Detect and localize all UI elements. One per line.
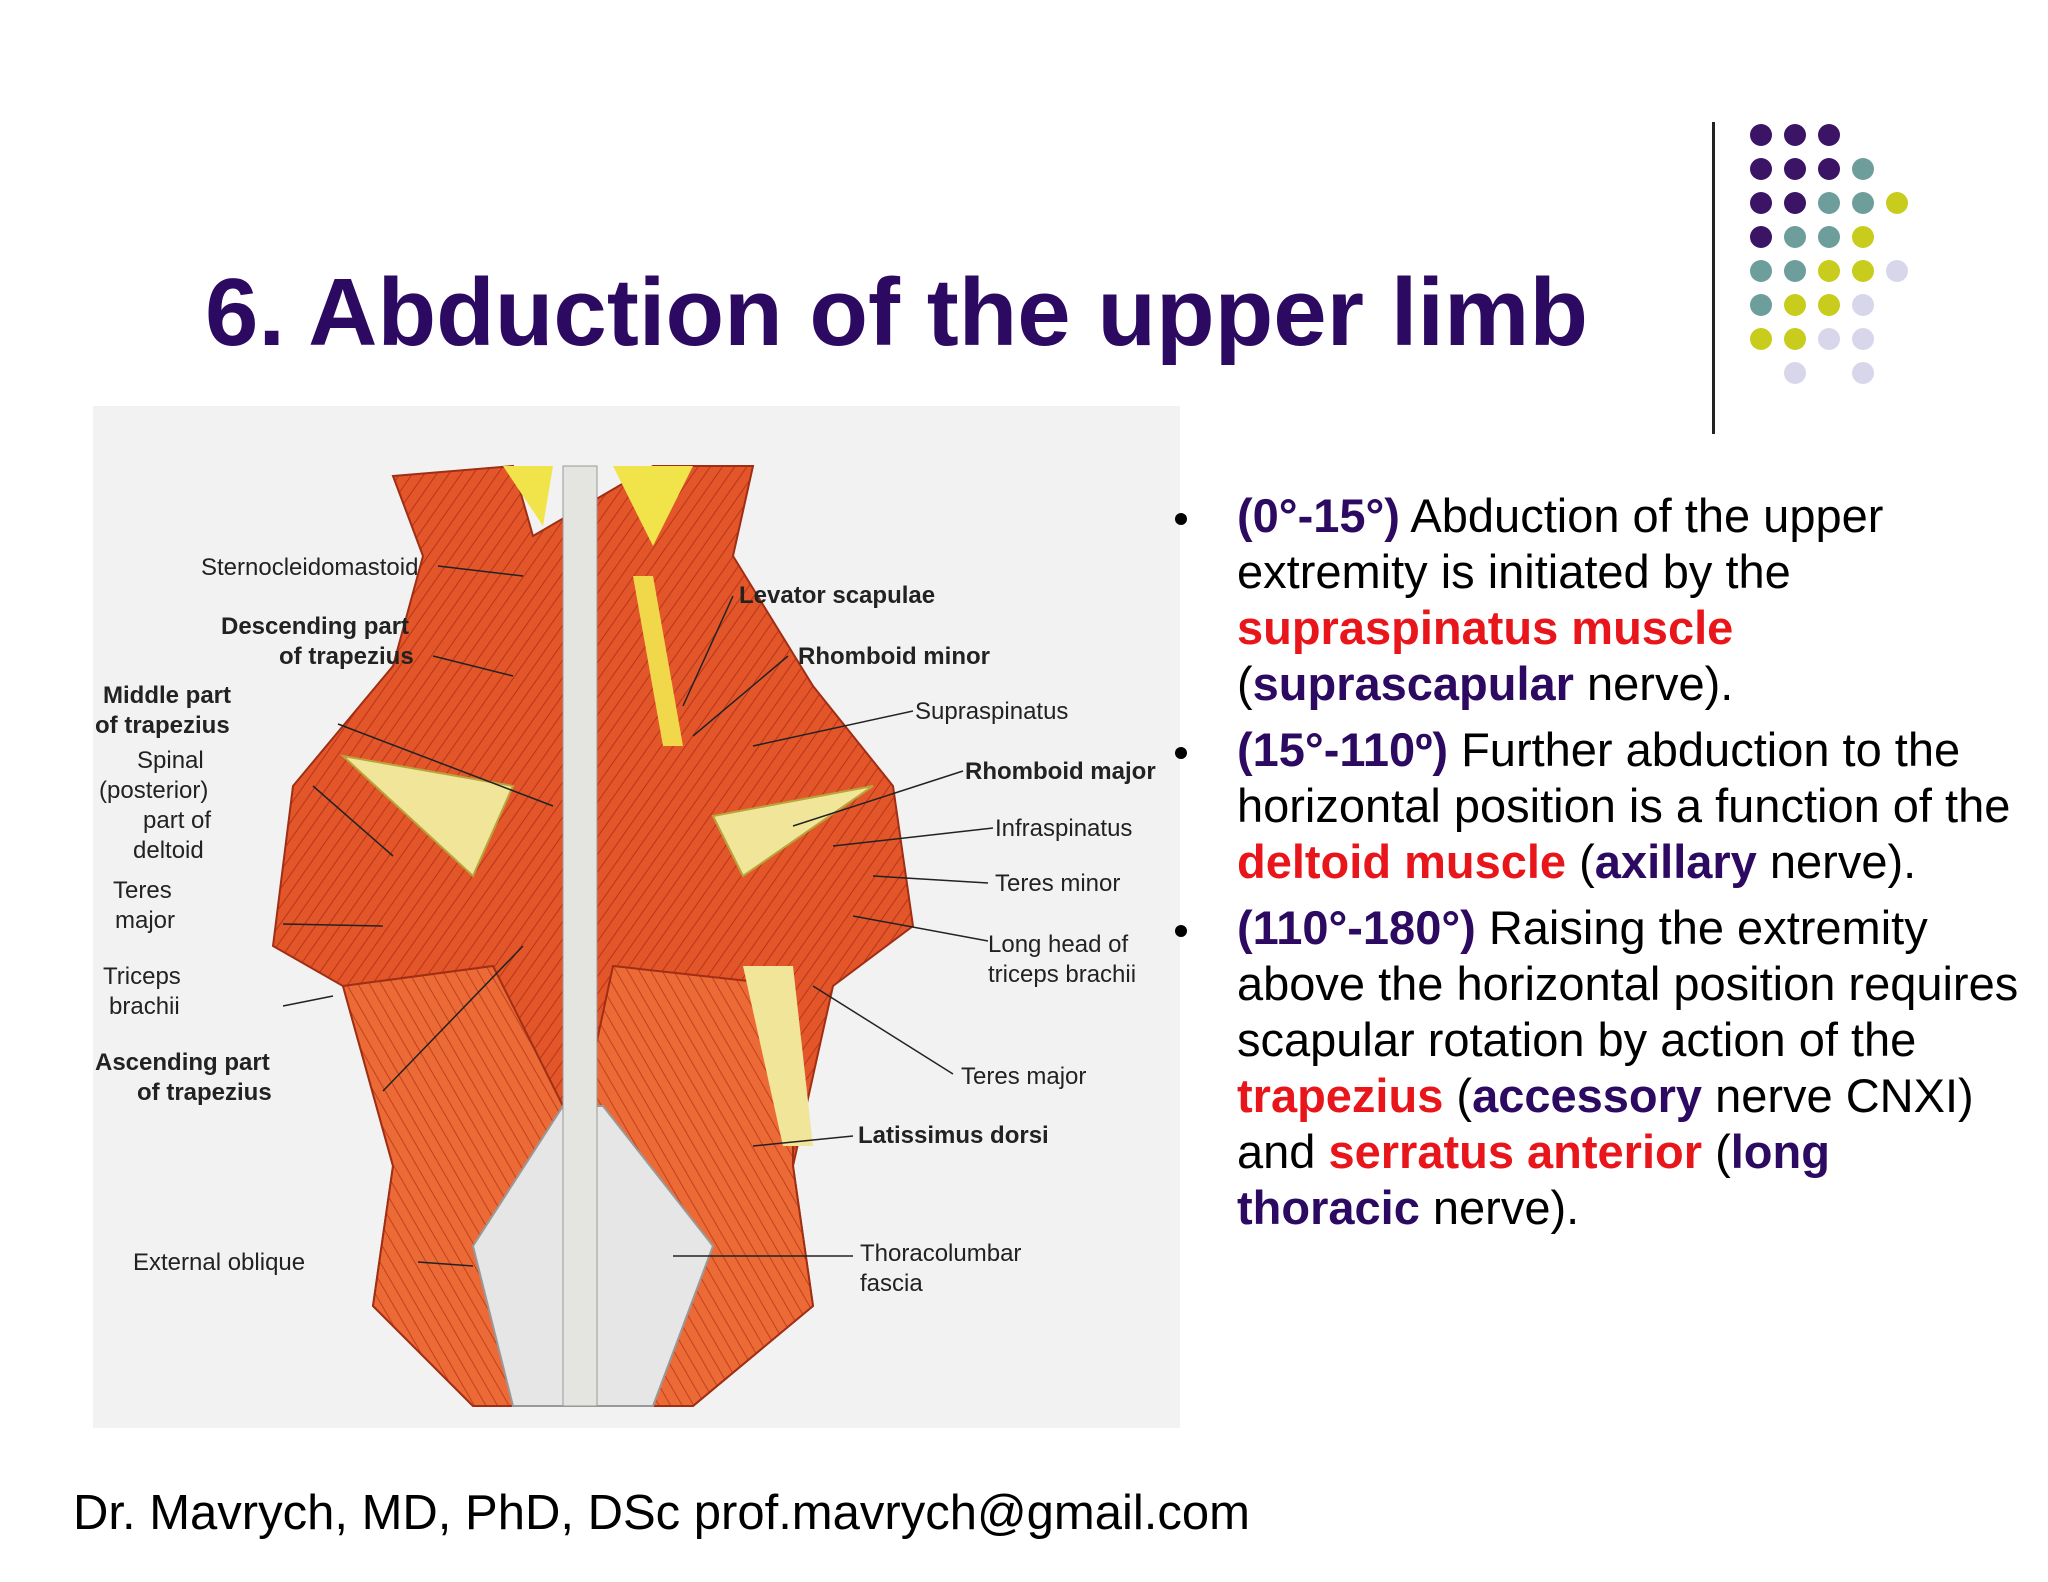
label-infraspinatus: Infraspinatus	[995, 815, 1132, 842]
label-descending-1: Descending part	[221, 613, 409, 640]
author-footer: Dr. Mavrych, MD, PhD, DSc prof.mavrych@g…	[73, 1486, 1250, 1540]
label-long-head-1: Long head of	[988, 931, 1128, 958]
decorative-dot	[1818, 158, 1840, 180]
label-overlay: Sternocleidomastoid Descending part of t…	[95, 554, 1156, 1297]
decorative-dot	[1852, 260, 1874, 282]
back-muscles-illustration: Sternocleidomastoid Descending part of t…	[93, 406, 1180, 1428]
label-teres-minor: Teres minor	[995, 870, 1120, 897]
decorative-dot	[1784, 328, 1806, 350]
label-teres-major-left-2: major	[115, 907, 175, 934]
label-triceps-1: Triceps	[103, 963, 181, 990]
decorative-dot	[1750, 192, 1772, 214]
decorative-dot	[1852, 192, 1874, 214]
label-supraspinatus: Supraspinatus	[915, 698, 1068, 725]
phase-2-nerve: axillary	[1594, 835, 1757, 888]
decorative-dot	[1750, 226, 1772, 248]
phase-2-text: Further abduction to the horizontal posi…	[1237, 723, 2011, 832]
phase-2-end: nerve).	[1756, 835, 1917, 888]
label-middle-1: Middle part	[103, 682, 231, 709]
phase-3-text-2: nerve CNXI) and	[1237, 1069, 1974, 1178]
label-thoracolumbar-1: Thoracolumbar	[860, 1240, 1021, 1267]
label-teres-major-right: Teres major	[961, 1063, 1086, 1090]
phase-1-end: nerve).	[1573, 657, 1734, 710]
decorative-dot	[1750, 294, 1772, 316]
label-thoracolumbar-2: fascia	[860, 1270, 923, 1297]
phase-3-muscle-2: serratus anterior	[1328, 1125, 1703, 1178]
bullet-phase-1: (0°-15°) Abduction of the upper extremit…	[1165, 488, 2025, 712]
phase-3-muscle: trapezius	[1237, 1069, 1444, 1122]
label-rhomboid-major: Rhomboid major	[965, 758, 1156, 785]
label-spinal-3: part of	[143, 807, 211, 834]
label-external-oblique: External oblique	[133, 1249, 305, 1276]
abduction-phases-list: (0°-15°) Abduction of the upper extremit…	[1165, 488, 2025, 1246]
phase-3-nerve-2: long thoracic	[1237, 1125, 1830, 1234]
decorative-dot	[1852, 158, 1874, 180]
decorative-dot	[1818, 192, 1840, 214]
label-latissimus-dorsi: Latissimus dorsi	[858, 1122, 1049, 1149]
label-spinal-1: Spinal	[137, 747, 204, 774]
phase-3-range: (110°-180°)	[1237, 901, 1476, 954]
label-middle-2: of trapezius	[95, 712, 230, 739]
decorative-dot	[1784, 192, 1806, 214]
label-rhomboid-minor: Rhomboid minor	[798, 643, 990, 670]
bullet-phase-3: (110°-180°) Raising the extremity above …	[1165, 900, 2025, 1236]
phase-2-paren: (	[1566, 835, 1595, 888]
phase-1-text: Abduction of the upper extremity is init…	[1237, 489, 1884, 598]
decorative-dot	[1852, 362, 1874, 384]
label-teres-major-left-1: Teres	[113, 877, 172, 904]
right-scapula-spine	[711, 785, 874, 878]
phase-1-range: (0°-15°)	[1237, 489, 1400, 542]
left-scapula-spine	[339, 754, 515, 878]
back-muscles-svg	[271, 464, 915, 1407]
decorative-dot	[1784, 158, 1806, 180]
phase-1-muscle: supraspinatus muscle	[1237, 601, 1734, 654]
vertical-divider	[1712, 122, 1715, 434]
decorative-dot	[1886, 260, 1908, 282]
decorative-dot	[1886, 192, 1908, 214]
decorative-dot	[1784, 124, 1806, 146]
phase-2-range: (15°-110º)	[1237, 723, 1449, 776]
decorative-dot	[1818, 328, 1840, 350]
phase-3-paren: (	[1443, 1069, 1473, 1122]
decorative-dot	[1750, 328, 1772, 350]
decorative-dot	[1750, 260, 1772, 282]
neck-bones	[503, 466, 553, 526]
phase-3-paren-2: (	[1702, 1125, 1731, 1178]
decorative-dot	[1784, 362, 1806, 384]
decorative-dot	[1750, 158, 1772, 180]
slide-title: 6. Abduction of the upper limb	[205, 259, 1589, 366]
decorative-dot	[1784, 226, 1806, 248]
decorative-dot	[1750, 124, 1772, 146]
decorative-dot	[1818, 124, 1840, 146]
label-triceps-2: brachii	[109, 993, 180, 1020]
bullet-phase-2: (15°-110º) Further abduction to the hori…	[1165, 722, 2025, 890]
phase-1-paren: (	[1237, 657, 1253, 710]
decorative-dot	[1818, 226, 1840, 248]
label-long-head-2: triceps brachii	[988, 961, 1136, 988]
decorative-dot	[1852, 226, 1874, 248]
label-descending-2: of trapezius	[279, 643, 414, 670]
spine	[562, 465, 598, 1407]
decorative-dot	[1818, 260, 1840, 282]
decorative-dot	[1784, 294, 1806, 316]
label-sternocleidomastoid: Sternocleidomastoid	[201, 554, 418, 581]
label-spinal-4: deltoid	[133, 837, 204, 864]
decorative-dot	[1784, 260, 1806, 282]
label-ascending-1: Ascending part	[95, 1049, 270, 1076]
phase-3-end: nerve).	[1419, 1181, 1580, 1234]
label-spinal-2: (posterior)	[99, 777, 208, 804]
label-ascending-2: of trapezius	[137, 1079, 272, 1106]
phase-1-nerve: suprascapular	[1252, 657, 1574, 710]
decorative-dot	[1818, 294, 1840, 316]
decorative-dot	[1852, 328, 1874, 350]
phase-3-text: Raising the extremity above the horizont…	[1237, 901, 2019, 1066]
label-levator-scapulae: Levator scapulae	[739, 582, 935, 609]
decorative-dot	[1852, 294, 1874, 316]
phase-2-muscle: deltoid muscle	[1237, 835, 1567, 888]
phase-3-nerve: accessory	[1472, 1069, 1703, 1122]
